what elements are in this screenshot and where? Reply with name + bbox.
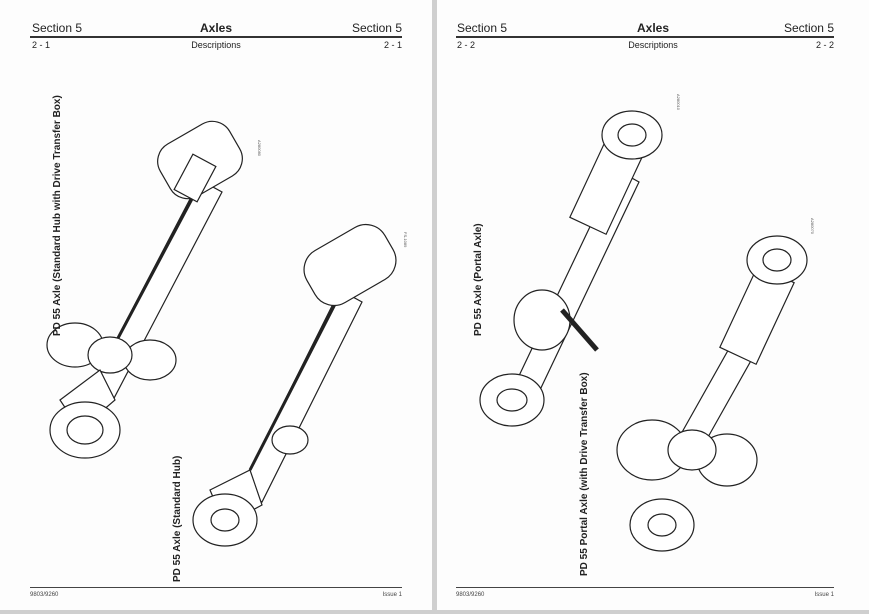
footer-rule xyxy=(456,587,834,588)
page-number-right: 2 - 2 xyxy=(815,40,834,50)
footer-rule xyxy=(30,587,402,588)
page-number: 2 - 2 xyxy=(457,40,476,50)
axle-illustrations xyxy=(479,110,808,552)
axle-drawing-portal xyxy=(479,110,663,427)
page-title: Axles xyxy=(636,21,670,35)
section-label-right: Section 5 xyxy=(351,21,402,35)
footer-doc-number: 9803/9260 xyxy=(456,592,485,598)
figure-caption: PD 55 Axle (Standard Hub) xyxy=(172,455,183,582)
page-number: 2 - 1 xyxy=(32,40,51,50)
footer-doc-number: 9803/9260 xyxy=(30,592,59,598)
left-page: Section 5 Axles Section 5 2 - 1 Descript… xyxy=(0,0,432,610)
page-title: Axles xyxy=(199,21,233,35)
axle-drawing-transfer-box xyxy=(46,120,243,459)
page-subtitle: Descriptions xyxy=(628,40,678,50)
figure-caption: PD 55 Axle (Standard Hub with Drive Tran… xyxy=(52,95,63,336)
axle-drawing-standard-hub xyxy=(192,223,397,547)
page-number-right: 2 - 1 xyxy=(383,40,402,50)
section-label: Section 5 xyxy=(457,21,508,35)
footer-issue: Issue 1 xyxy=(814,592,834,598)
header-rule xyxy=(456,36,834,38)
figure-code: A280070 xyxy=(810,218,815,235)
figure-code: A280080 xyxy=(257,140,262,157)
figure-code: A280010 xyxy=(676,94,681,111)
right-page: Section 5 Axles Section 5 2 - 2 Descript… xyxy=(437,0,869,610)
footer-issue: Issue 1 xyxy=(382,592,402,598)
axle-drawing-portal-transfer-box xyxy=(616,235,808,552)
section-label-right: Section 5 xyxy=(783,21,834,35)
figure-code: FS-1089 xyxy=(403,232,408,248)
section-label: Section 5 xyxy=(32,21,83,35)
axle-illustrations xyxy=(46,120,397,547)
figure-caption: PD 55 Portal Axle (with Drive Transfer B… xyxy=(579,372,590,576)
header-rule xyxy=(30,36,402,38)
page-subtitle: Descriptions xyxy=(191,40,241,50)
figure-caption: PD 55 Axle (Portal Axle) xyxy=(473,223,484,336)
